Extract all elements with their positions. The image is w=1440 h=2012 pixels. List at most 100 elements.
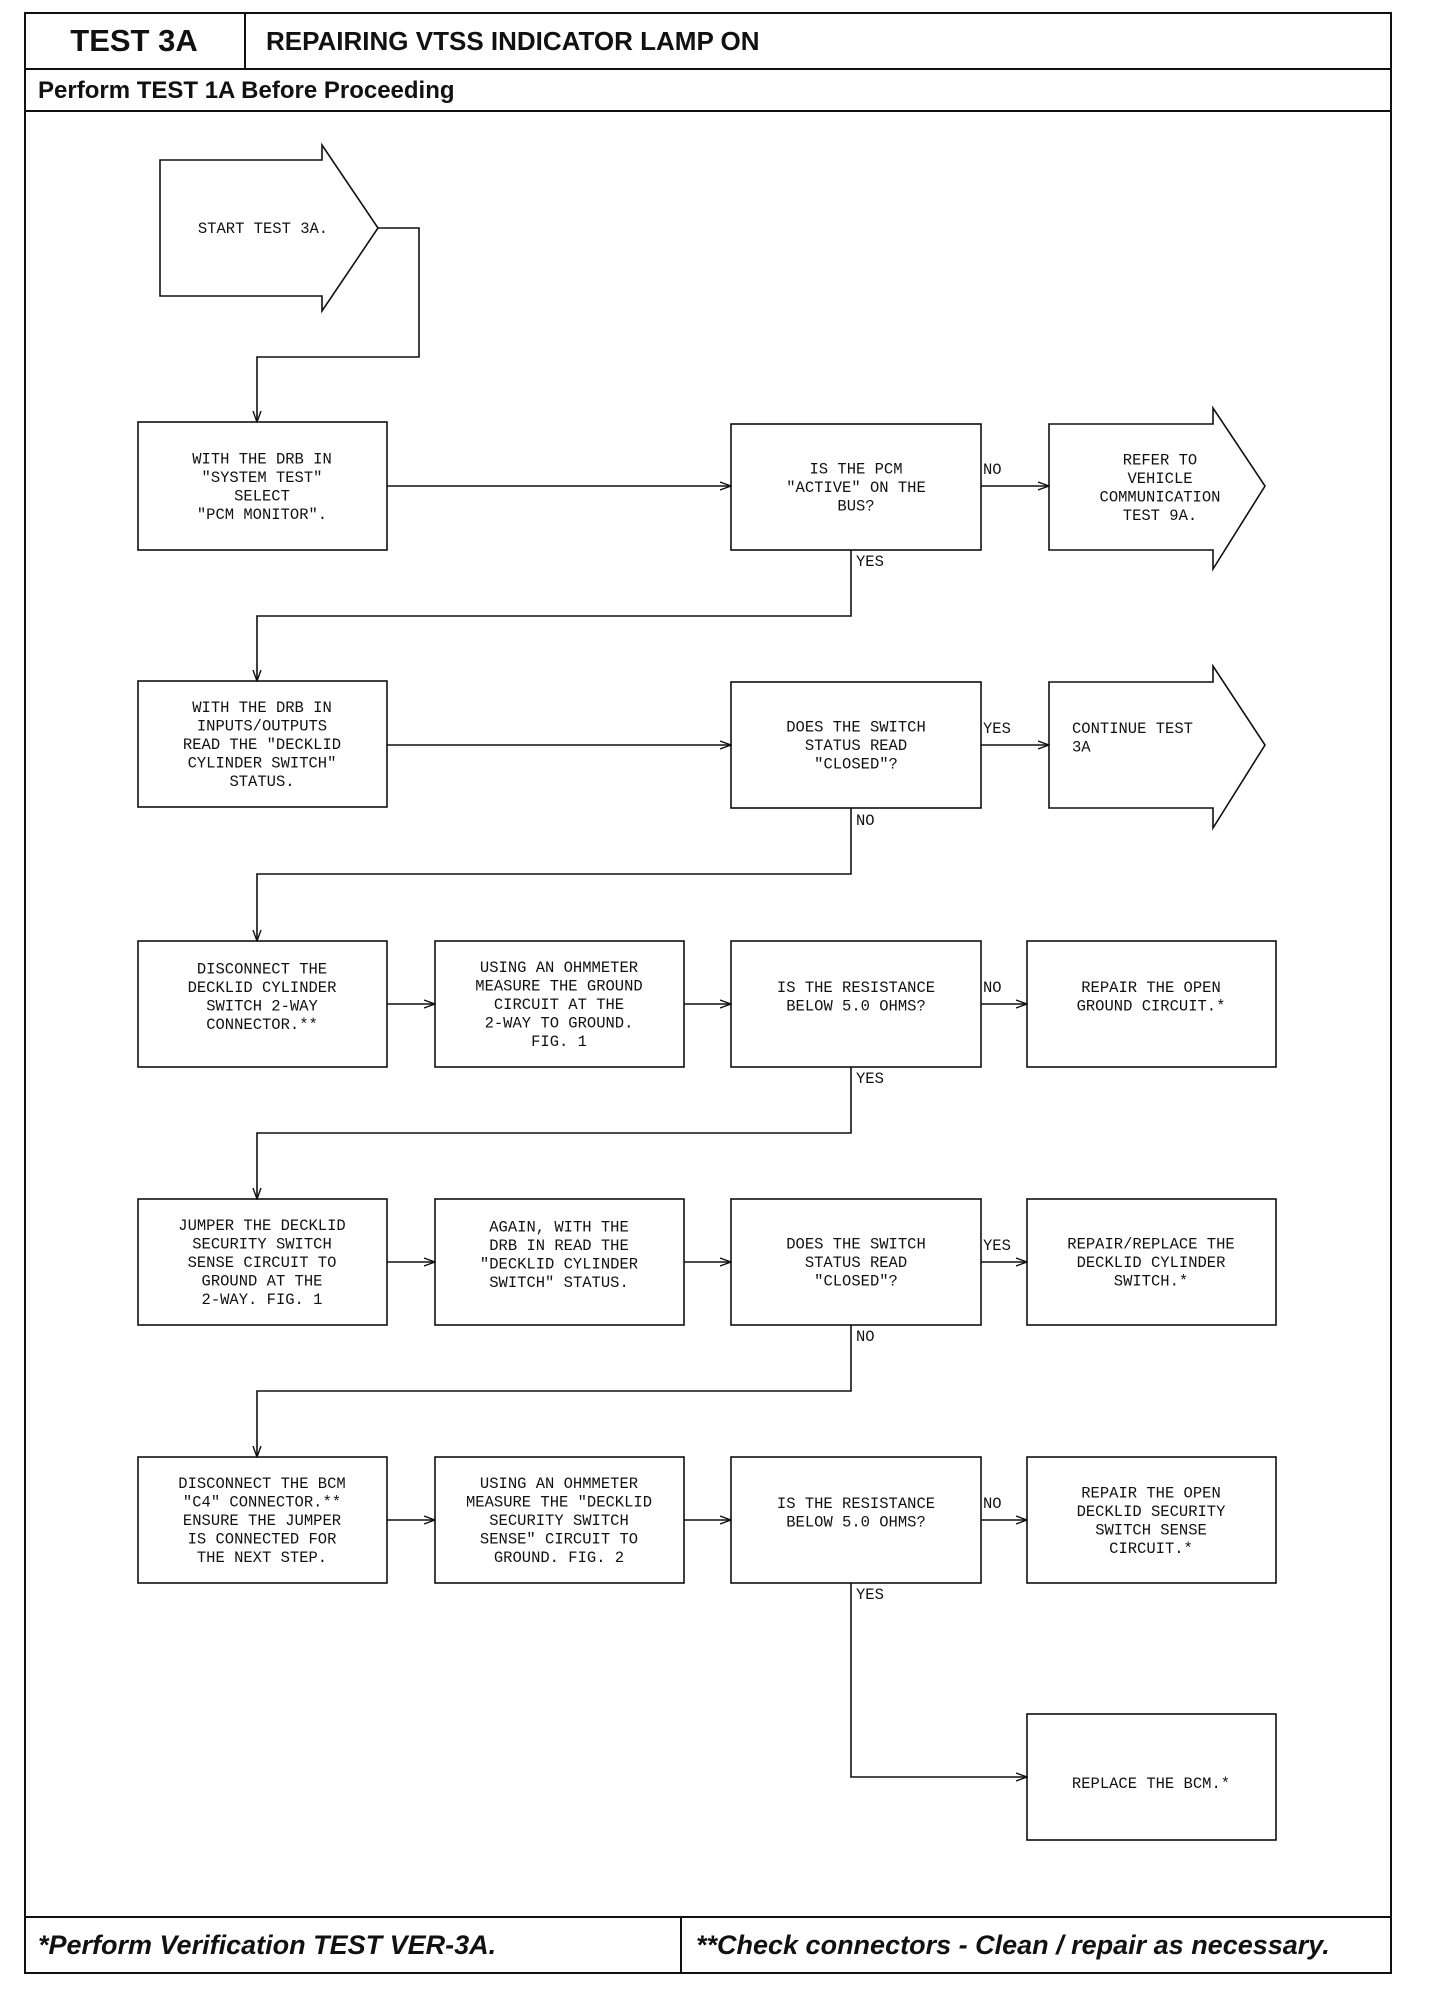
res1-yes-connector	[257, 1067, 852, 1199]
node-text-line: 2-WAY TO GROUND.	[485, 1015, 634, 1033]
node-text-line: BUS?	[837, 498, 874, 516]
node-text-line: STATUS READ	[805, 737, 907, 755]
res1-yes-label: YES	[856, 1070, 884, 1088]
node-text-line: SECURITY SWITCH	[192, 1236, 332, 1254]
node-text-line: STATUS.	[229, 773, 294, 791]
start-to-drb-connector	[257, 227, 420, 422]
prerequisite-row	[24, 70, 1392, 112]
res1-no-label: NO	[983, 979, 1002, 997]
test-id: TEST 3A	[24, 12, 246, 70]
res2-yes-connector	[850, 1583, 1027, 1777]
node-text-line: GROUND. FIG. 2	[494, 1549, 624, 1567]
node-text-line: BELOW 5.0 OHMS?	[786, 1513, 926, 1531]
footer-row	[24, 1916, 1392, 1974]
node-text-line: REPAIR THE OPEN	[1081, 1484, 1221, 1502]
node-text-line: DISCONNECT THE BCM	[178, 1475, 345, 1493]
node-text-line: CONTINUE TEST	[1072, 720, 1193, 738]
pcm-yes-connector	[257, 550, 852, 681]
node-text-line: STATUS READ	[805, 1254, 907, 1272]
switch2-no-label: NO	[856, 1328, 875, 1346]
node-text-line: SWITCH 2-WAY	[206, 997, 318, 1015]
node-text-line: IS CONNECTED FOR	[188, 1531, 337, 1549]
node-text-line: USING AN OHMMETER	[480, 1475, 638, 1493]
node-text-line: START TEST 3A.	[198, 220, 328, 238]
node-text-line: SWITCH SENSE	[1095, 1521, 1207, 1539]
node-text-line: ENSURE THE JUMPER	[183, 1512, 341, 1530]
node-text-line: "DECKLID CYLINDER	[480, 1255, 638, 1273]
node-text-line: 2-WAY. FIG. 1	[202, 1291, 323, 1309]
drb-inputs-box	[137, 680, 388, 808]
pcm-yes-label: YES	[856, 553, 884, 571]
node-text-line: REFER TO	[1123, 451, 1197, 469]
node-text-line: DRB IN READ THE	[489, 1237, 629, 1255]
node-text-line: DOES THE SWITCH	[786, 719, 926, 737]
start-text: START TEST 3A.	[198, 220, 328, 238]
node-text-line: SWITCH" STATUS.	[489, 1274, 629, 1292]
switch2-no-connector	[257, 1325, 852, 1457]
node-text-line: DECKLID SECURITY	[1077, 1503, 1227, 1521]
node-text-line: REPAIR/REPLACE THE	[1067, 1236, 1234, 1254]
node-text-line: IS THE RESISTANCE	[777, 1495, 935, 1513]
switch1-yes-label: YES	[983, 720, 1011, 738]
node-text-line: TEST 9A.	[1123, 507, 1197, 525]
node-text-line: BELOW 5.0 OHMS?	[786, 997, 926, 1015]
prerequisite-note: Perform TEST 1A Before Proceeding	[38, 77, 455, 104]
node-text-line: "SYSTEM TEST"	[202, 469, 323, 487]
res2-no-label: NO	[983, 1495, 1002, 1513]
node-text-line: DECKLID CYLINDER	[188, 979, 337, 997]
node-text-line: REPAIR THE OPEN	[1081, 979, 1221, 997]
footer-divider	[680, 1916, 682, 1974]
node-text-line: SENSE" CIRCUIT TO	[480, 1531, 638, 1549]
node-text-line: SELECT	[234, 487, 290, 505]
node-text-line: CIRCUIT AT THE	[494, 996, 624, 1014]
node-text-line: CIRCUIT.*	[1109, 1540, 1193, 1558]
node-text-line: MEASURE THE "DECKLID	[466, 1494, 652, 1512]
node-text-line: FIG. 1	[531, 1033, 587, 1051]
node-text-line: AGAIN, WITH THE	[489, 1218, 629, 1236]
node-text-line: JUMPER THE DECKLID	[178, 1217, 345, 1235]
node-text-line: READ THE "DECKLID	[183, 736, 341, 754]
node-text-line: WITH THE DRB IN	[192, 450, 332, 468]
node-text-line: DISCONNECT THE	[197, 960, 327, 978]
node-text-line: INPUTS/OUTPUTS	[197, 718, 327, 736]
node-text-line: SECURITY SWITCH	[489, 1512, 629, 1530]
node-text-line: GROUND AT THE	[202, 1273, 323, 1291]
pcm-no-label: NO	[983, 461, 1002, 479]
node-text-line: REPLACE THE BCM.*	[1072, 1775, 1230, 1793]
node-text-line: CYLINDER SWITCH"	[188, 755, 337, 773]
node-text-line: IS THE RESISTANCE	[777, 979, 935, 997]
node-text-line: THE NEXT STEP.	[197, 1549, 327, 1567]
test-title: REPAIRING VTSS INDICATOR LAMP ON	[266, 25, 760, 56]
footer-connector-note: **Check connectors - Clean / repair as n…	[696, 1929, 1330, 1960]
switch1-no-label: NO	[856, 812, 875, 830]
node-text-line: SENSE CIRCUIT TO	[188, 1254, 337, 1272]
node-text-line: DOES THE SWITCH	[786, 1236, 926, 1254]
res2-yes-label: YES	[856, 1586, 884, 1604]
node-text-line: GROUND CIRCUIT.*	[1077, 997, 1226, 1015]
drb-system-test-text: WITH THE DRB IN"SYSTEM TEST"SELECT"PCM M…	[192, 450, 332, 524]
node-text-line: "C4" CONNECTOR.**	[183, 1494, 341, 1512]
node-text-line: SWITCH.*	[1114, 1273, 1188, 1291]
start-arrow-shape	[159, 142, 379, 314]
header-row	[24, 12, 1392, 70]
footer-verification-note: *Perform Verification TEST VER-3A.	[38, 1929, 497, 1960]
node-text-line: VEHICLE	[1127, 470, 1192, 488]
node-text-line: "ACTIVE" ON THE	[786, 479, 926, 497]
disconnect-bcm-text: DISCONNECT THE BCM"C4" CONNECTOR.**ENSUR…	[178, 1475, 345, 1567]
refer-arrow-shape	[1048, 405, 1266, 572]
